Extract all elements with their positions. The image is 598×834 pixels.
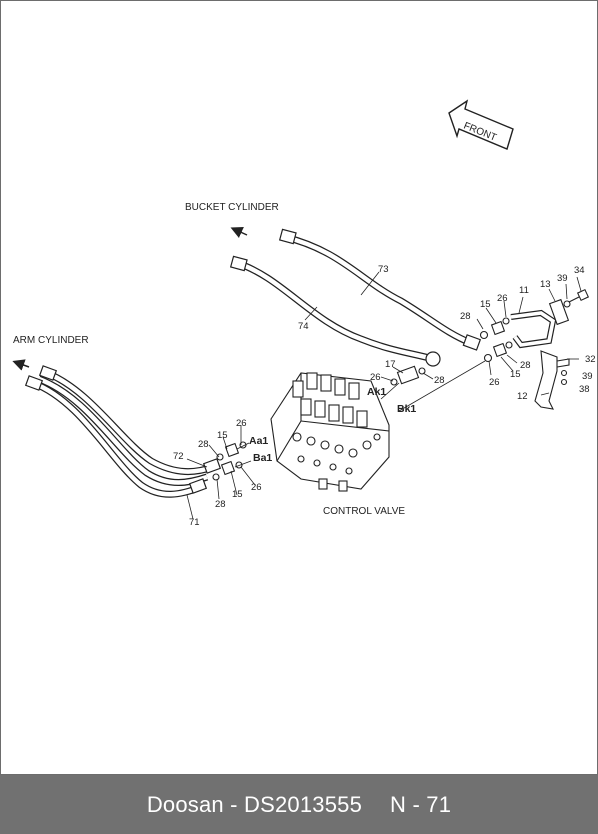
- part-label: 13: [540, 279, 551, 290]
- part-label: 26: [236, 418, 247, 429]
- part-label: 26: [370, 372, 381, 383]
- arm-cylinder-label: ARM CYLINDER: [13, 335, 89, 346]
- bolt-34: [563, 288, 590, 308]
- port-label-bk1: Bk1: [397, 403, 416, 415]
- part-label: 26: [251, 482, 262, 493]
- part-label: 26: [489, 377, 500, 388]
- part-label: 15: [510, 369, 521, 380]
- part-label: 71: [189, 517, 200, 528]
- part-label: 15: [232, 489, 243, 500]
- part-label: 34: [574, 265, 585, 276]
- arm-direction-arrow-icon: [12, 359, 30, 371]
- part-label: 28: [460, 311, 471, 322]
- bracket-12: [534, 350, 570, 410]
- control-valve-label: CONTROL VALVE: [323, 506, 405, 517]
- fittings-15-26-28-right: [479, 317, 513, 363]
- part-label: 72: [173, 451, 184, 462]
- hydraulic-diagram: FRONT BUCKET CYLINDER ARM CYLINDER: [12, 99, 596, 528]
- part-label: 15: [217, 430, 228, 441]
- hose-74: [229, 255, 441, 367]
- part-label: 39: [557, 273, 568, 284]
- part-label: 26: [497, 293, 508, 304]
- diagram-frame: FRONT BUCKET CYLINDER ARM CYLINDER: [0, 0, 598, 775]
- part-label: 32: [585, 354, 596, 365]
- bucket-cylinder-label: BUCKET CYLINDER: [185, 202, 279, 213]
- part-label: 17: [385, 359, 396, 370]
- part-label: 28: [520, 360, 531, 371]
- port-label-aa1: Aa1: [249, 435, 268, 447]
- hose-73: [278, 228, 482, 351]
- hose-71: [24, 375, 209, 498]
- footer-page-number: N - 71: [390, 791, 452, 817]
- bucket-direction-arrow-icon: [230, 227, 248, 238]
- part-label: 15: [480, 299, 491, 310]
- footer-brand-part: Doosan - DS2013555: [146, 791, 363, 817]
- footer-bar: Doosan - DS2013555 N - 71: [0, 775, 598, 834]
- part-label: 73: [378, 264, 389, 275]
- hose-72: [38, 365, 222, 476]
- port-label-ak1: Ak1: [367, 386, 386, 398]
- leader-lines: [186, 271, 582, 520]
- part-label: 12: [517, 391, 528, 402]
- fitting-11: [510, 298, 570, 349]
- part-label: 28: [434, 375, 445, 386]
- fittings-left: [212, 441, 247, 481]
- control-valve: [270, 372, 390, 492]
- part-label: 74: [298, 321, 309, 332]
- part-label: 38: [579, 384, 590, 395]
- part-label: 11: [519, 285, 529, 296]
- port-label-ba1: Ba1: [253, 452, 272, 464]
- part-label: 39: [582, 371, 593, 382]
- front-arrow-icon: FRONT: [448, 99, 514, 150]
- part-label: 28: [215, 499, 226, 510]
- part-label: 28: [198, 439, 209, 450]
